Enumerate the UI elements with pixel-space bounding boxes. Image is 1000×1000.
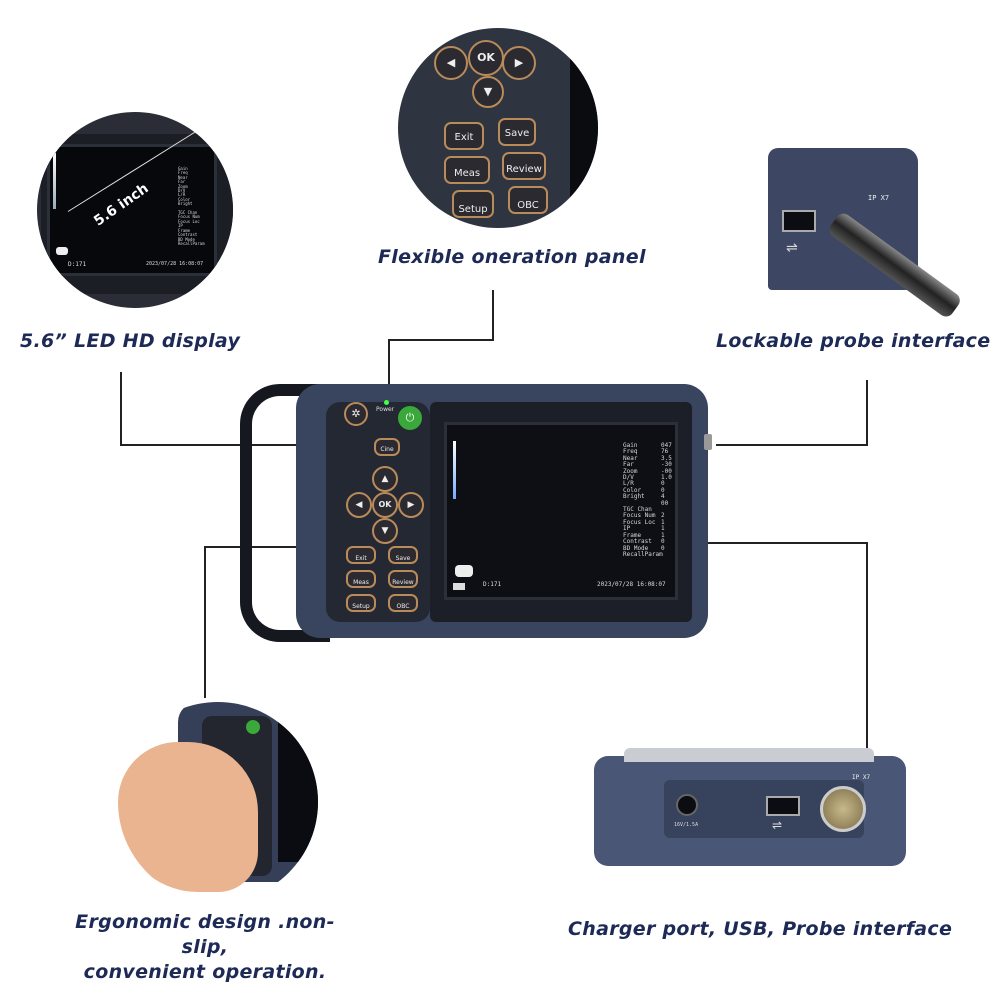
datetime-readout: 2023/07/28 16:08:07 (597, 581, 666, 588)
caption-panel: Flexible oneration panel (378, 246, 646, 268)
hand-screen (278, 722, 318, 862)
zoom-depth-bar (53, 153, 56, 209)
cow-icon (56, 247, 68, 255)
device-body: ✲ Power ⏻ Cine ▲ ◀ OK ▶ ▼ Exit Save Meas… (296, 384, 712, 638)
ipx7-label: IP X7 (868, 194, 890, 202)
probe-connector-photo: ⇌ IP X7 (768, 148, 963, 320)
right-button[interactable]: ▶ (398, 492, 424, 518)
caption-probe: Lockable probe interface (716, 330, 991, 352)
caption-ports: Charger port, USB, Probe interface (568, 918, 953, 940)
zoom-down-button[interactable]: ▼ (472, 76, 504, 108)
ultrasound-screen: Gain Freq Near Far Zoom D/V L/R Color Br… (444, 422, 678, 600)
zoom-right-button[interactable]: ▶ (502, 46, 536, 80)
zoom-save-key[interactable]: Save (498, 118, 536, 146)
probe-port-side (704, 434, 712, 450)
meas-key[interactable]: Meas (346, 570, 376, 588)
zoom-ok-button[interactable]: OK (468, 40, 504, 76)
zoom-meas-key[interactable]: Meas (444, 156, 490, 184)
zoom-size-label: 5.6 inch (91, 180, 152, 230)
usb-port (766, 796, 800, 816)
screen-menu: Gain Freq Near Far Zoom D/V L/R Color Br… (623, 442, 663, 558)
depth-scale (453, 441, 456, 499)
usb-icon: ⇌ (786, 240, 798, 256)
up-button[interactable]: ▲ (372, 466, 398, 492)
callout-line (492, 290, 494, 340)
zoom-depth-readout: D:171 (68, 261, 87, 268)
review-label: Review (392, 579, 414, 586)
left-button[interactable]: ◀ (346, 492, 372, 518)
exit-label: Exit (355, 555, 367, 562)
zoom-display-screen: 5.6 inch Gain Freq Near Far Zoom D/V L/R… (47, 131, 217, 276)
callout-line (204, 546, 206, 698)
screen-values: 047 76 3.5 -30 -00 1.0 0 0 4 00 2 1 1 1 … (661, 442, 672, 552)
probe-socket (820, 786, 866, 832)
obc-label: OBC (396, 603, 410, 610)
zoom-hand-circle (118, 702, 318, 902)
usb-icon: ⇌ (772, 818, 783, 832)
zoom-obc-key[interactable]: OBC (508, 186, 548, 214)
zoom-obc-label: OBC (517, 200, 539, 211)
review-key[interactable]: Review (388, 570, 418, 588)
ports-ipx7-label: IP X7 (852, 774, 871, 781)
zoom-display-circle: 5.6 inch Gain Freq Near Far Zoom D/V L/R… (37, 112, 233, 308)
callout-line (388, 339, 390, 387)
caption-display: 5.6” LED HD display (20, 330, 241, 352)
ports-photo: 16V/1.5A ⇌ IP X7 (594, 748, 906, 866)
callout-line (204, 546, 332, 548)
callout-line (866, 380, 868, 446)
zoom-save-label: Save (504, 128, 530, 139)
zoom-meas-label: Meas (453, 168, 481, 179)
zoom-exit-label: Exit (454, 132, 474, 143)
power-button[interactable]: ⏻ (398, 406, 422, 430)
power-label: Power (376, 406, 395, 413)
save-label: Save (395, 555, 411, 562)
zoom-review-key[interactable]: Review (502, 152, 546, 180)
ok-button[interactable]: OK (372, 492, 398, 518)
cine-button[interactable]: Cine (374, 438, 400, 456)
zoom-setup-key[interactable]: Setup (452, 190, 494, 218)
power-led (384, 400, 389, 405)
usb-port (782, 210, 816, 232)
down-button[interactable]: ▼ (372, 518, 398, 544)
callout-line (708, 542, 868, 544)
setup-key[interactable]: Setup (346, 594, 376, 612)
zoom-review-label: Review (506, 164, 542, 175)
zoom-exit-key[interactable]: Exit (444, 122, 484, 150)
callout-line (388, 339, 494, 341)
cine-label: Cine (380, 446, 394, 453)
save-key[interactable]: Save (388, 546, 418, 564)
callout-line (120, 372, 122, 446)
depth-readout: D:171 (483, 581, 502, 588)
hand-power-icon (246, 720, 260, 734)
hand (118, 742, 258, 892)
obc-key[interactable]: OBC (388, 594, 418, 612)
caption-ergonomic: Ergonomic design .non-slip, convenient o… (55, 910, 355, 985)
callout-line (866, 542, 868, 750)
charger-port (676, 794, 698, 816)
caption-ergonomic-line1: Ergonomic design .non-slip, (75, 911, 335, 958)
cow-icon (455, 565, 473, 577)
callout-line (716, 444, 868, 446)
zoom-left-button[interactable]: ◀ (434, 46, 468, 80)
zoom-datetime: 2023/07/28 16:08:07 (146, 261, 204, 267)
zoom-screen-menu: Gain Freq Near Far Zoom D/V L/R Color Br… (178, 166, 205, 246)
exit-key[interactable]: Exit (346, 546, 376, 564)
setup-label: Setup (352, 603, 370, 610)
probe-cable (826, 210, 963, 320)
zoom-setup-label: Setup (458, 204, 488, 215)
charger-label: 16V/1.5A (674, 822, 699, 828)
meas-label: Meas (353, 579, 369, 586)
zoom-panel-screen-edge (570, 28, 598, 228)
battery-icon (453, 583, 465, 590)
zoom-panel-circle: ◀ OK ▶ ▼ Exit Save Meas Review Setup OBC (398, 28, 598, 228)
ports-top-edge (624, 748, 874, 762)
caption-ergonomic-line2: convenient operation. (83, 961, 327, 983)
freeze-button[interactable]: ✲ (344, 402, 368, 426)
